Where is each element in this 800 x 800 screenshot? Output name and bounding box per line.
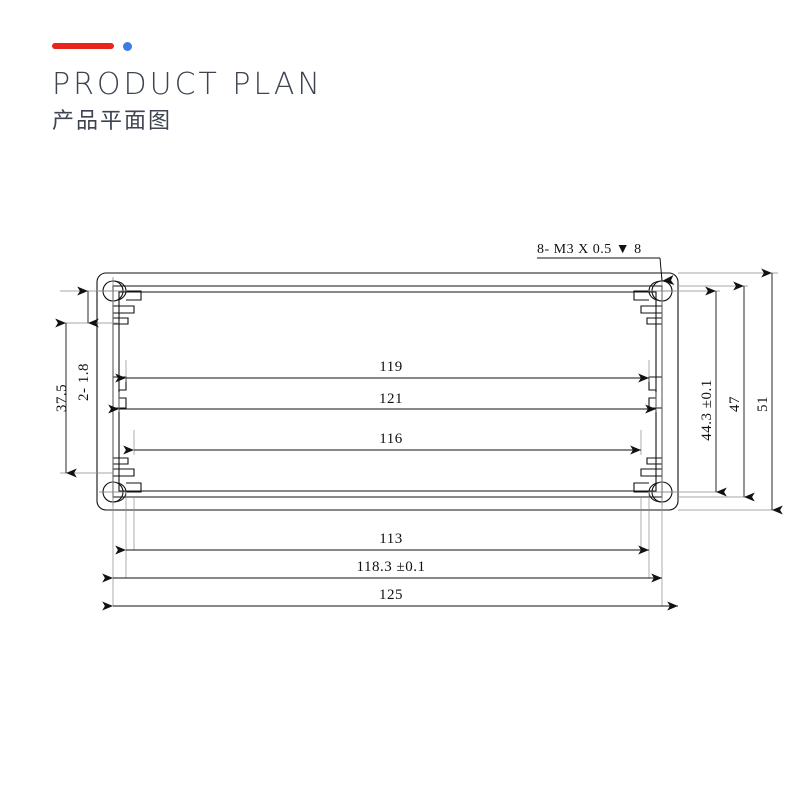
page-title-cn: 产品平面图: [52, 109, 173, 134]
accent-dot-icon: [123, 41, 132, 51]
dimension-lines-vertical-right: [705, 268, 783, 515]
page-header: PRODUCT PLAN 产品平面图: [52, 40, 472, 133]
page-title-en: PRODUCT PLAN: [52, 67, 323, 102]
dim-label-51: 51: [755, 396, 771, 412]
dim-label-113: 113: [379, 531, 402, 547]
thread-callout-label: 8- M3 X 0.5 ▼ 8: [537, 242, 642, 257]
dimension-lines-vertical-left: [55, 286, 99, 478]
accent-rule: [52, 40, 472, 52]
left-wall-profile: [113, 305, 135, 477]
dim-label-44-3: 44.3 ±0.1: [699, 379, 715, 440]
thread-callout-leader: [537, 257, 675, 285]
dim-label-118-3: 118.3 ±0.1: [357, 559, 426, 575]
dimension-lines-horizontal: [102, 373, 678, 611]
accent-bar: [52, 43, 114, 49]
dim-label-121: 121: [379, 391, 403, 407]
dim-label-47: 47: [727, 396, 743, 412]
right-wall-profile: [640, 305, 662, 477]
dim-label-37-5: 37.5: [54, 384, 70, 412]
dim-label-116: 116: [379, 431, 402, 447]
enclosure-outer-outline: [96, 272, 679, 511]
extension-lines: [60, 272, 778, 606]
dim-label-119: 119: [379, 359, 402, 375]
dim-label-125: 125: [379, 587, 403, 603]
dim-label-2-1-8: 2- 1.8: [76, 363, 92, 401]
